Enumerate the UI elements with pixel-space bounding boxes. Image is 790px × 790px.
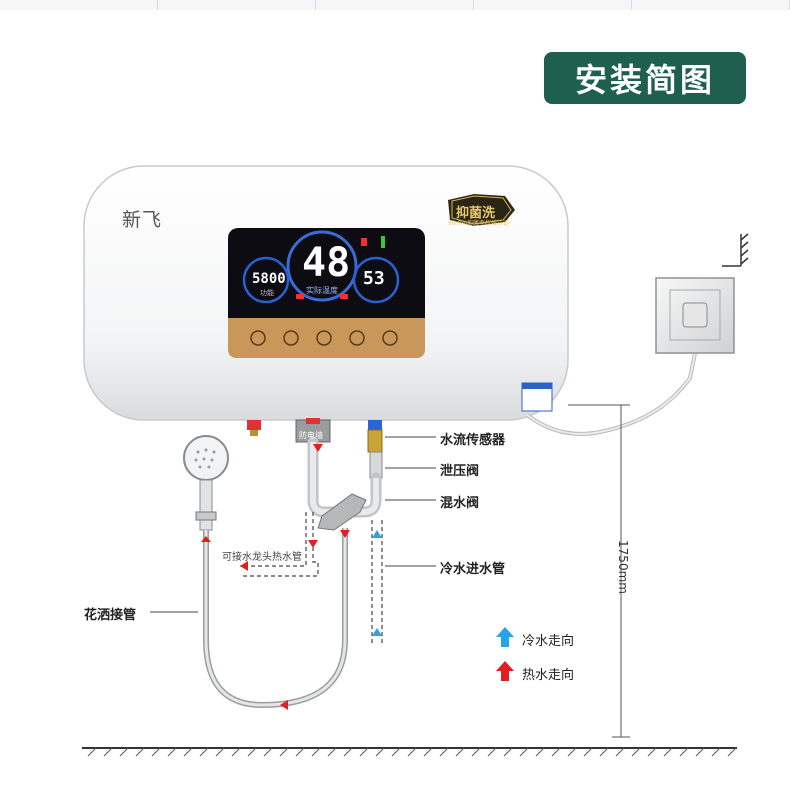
- hot-outlet-connector: [247, 420, 261, 430]
- display-left-label: 功能: [260, 289, 274, 297]
- up-button: [283, 330, 299, 346]
- faucet-hot-pipe: [240, 512, 319, 577]
- shower-handle: [199, 479, 213, 531]
- hot-flow-arrows: [201, 444, 350, 710]
- badge-title: 抑菌洗: [456, 206, 496, 221]
- power-button: [316, 330, 332, 346]
- legend-cold-label: 冷水走向: [522, 634, 575, 649]
- down-button: [349, 330, 365, 346]
- mixing-valve: [317, 493, 367, 531]
- center-ring: [286, 230, 358, 302]
- water-flow-sensor: [367, 429, 383, 453]
- hot-pipe-to-mixer: [307, 436, 342, 518]
- legend-hot-label: 热水走向: [522, 668, 575, 683]
- display-left-value: 5800: [252, 271, 286, 287]
- antibacterial-badge: [448, 194, 515, 226]
- label-faucet-hot-pipe: 可接水龙头热水管: [222, 552, 302, 563]
- legend-hot-arrow: [496, 661, 514, 681]
- settings-button: [382, 330, 398, 346]
- display-right-value: 53: [363, 268, 385, 289]
- floor-hatch: [87, 747, 737, 757]
- brand-logo: 新飞: [122, 209, 163, 231]
- label-mixing-valve: 混水阀: [440, 496, 480, 511]
- label-pressure-relief-valve: 泄压阀: [440, 464, 480, 479]
- label-cold-inlet-pipe: 冷水进水管: [440, 562, 506, 577]
- shower-head: [183, 435, 229, 481]
- display-big-number: 48: [302, 240, 351, 286]
- cold-inlet-connector: [368, 420, 382, 430]
- label-shower-hose: 花洒接管: [84, 608, 137, 623]
- anti-electric-wall-label: 防电墙: [299, 431, 323, 440]
- title-banner: 安装简图: [544, 52, 746, 104]
- panel-buttons: [250, 330, 398, 346]
- power-button-1: [250, 330, 266, 346]
- cold-flow-arrows: [372, 530, 382, 636]
- ceiling-wall-mark: [722, 233, 749, 267]
- display-center-label: 实际温度: [306, 286, 338, 295]
- badge-subtitle: 99.9%抑菌率权威认证: [448, 220, 510, 227]
- height-dimension-label: 1750mm: [615, 540, 630, 594]
- heat-indicator: [296, 294, 304, 299]
- label-water-flow-sensor: 水流传感器: [440, 433, 506, 448]
- legend-cold-arrow: [496, 627, 514, 647]
